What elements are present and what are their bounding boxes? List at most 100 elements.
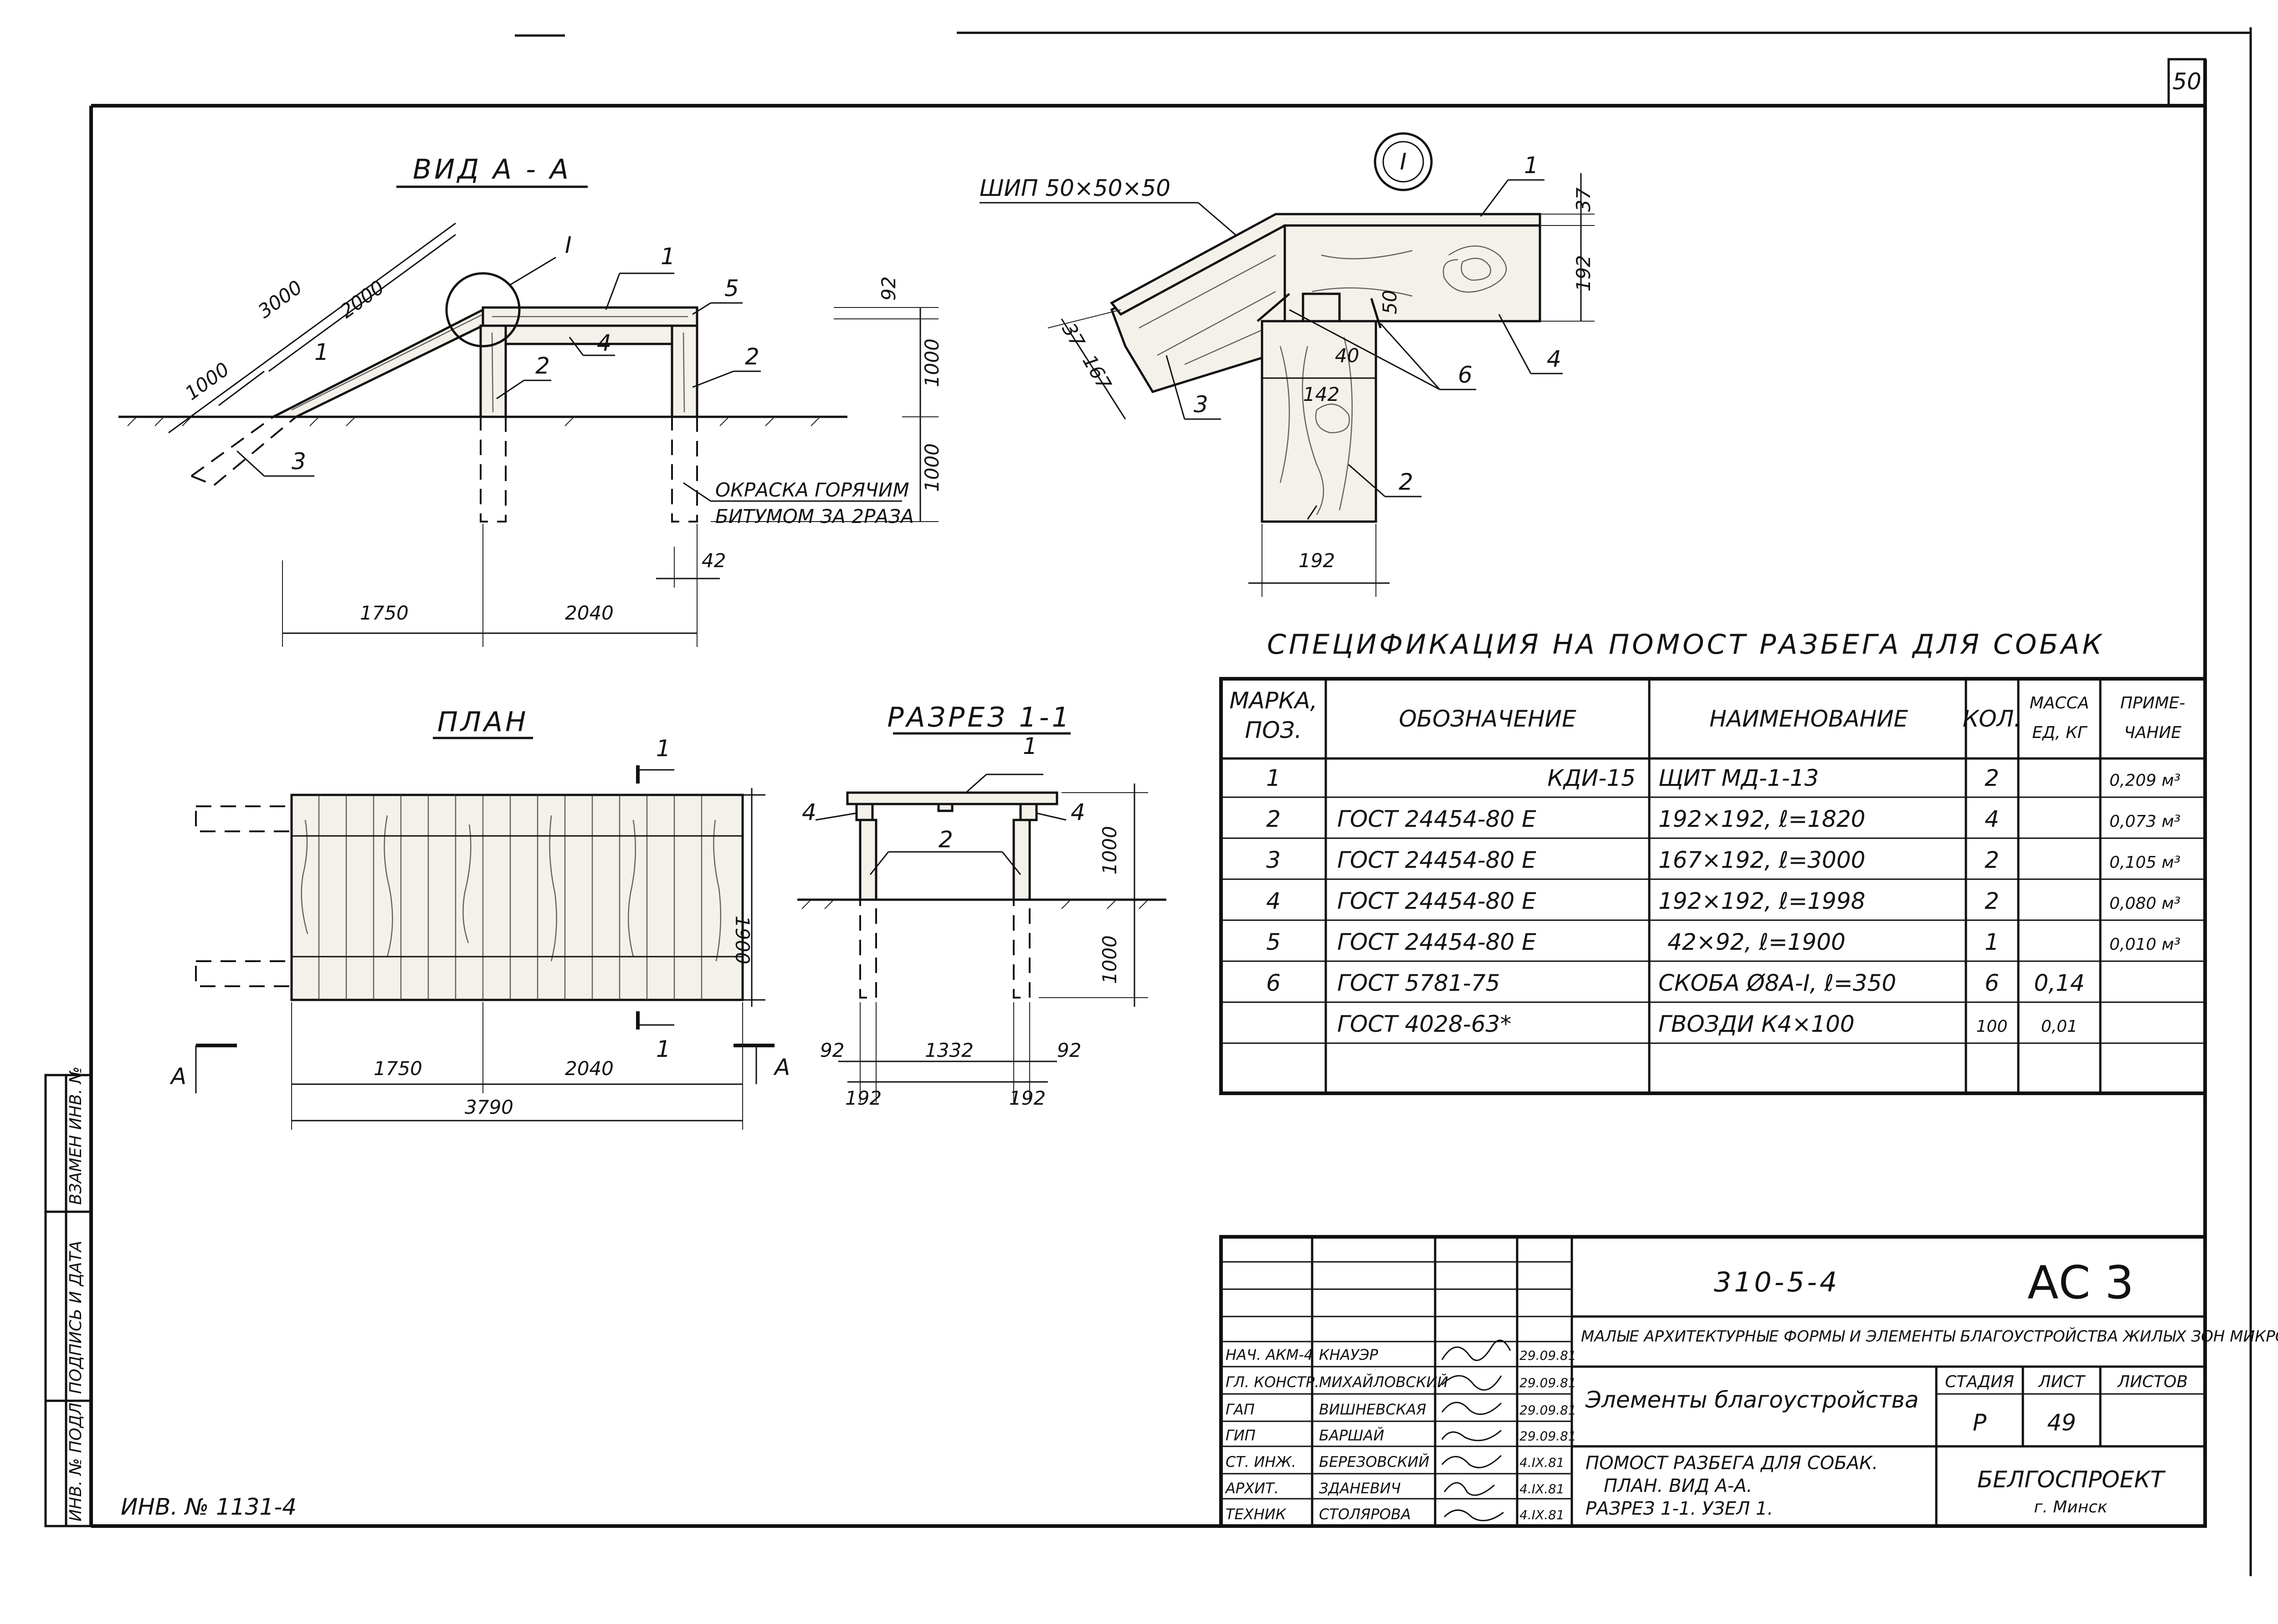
- stage-label: СТАДИЯ: [1945, 1373, 2014, 1391]
- signer-name: ВИШНЕВСКАЯ: [1319, 1401, 1426, 1418]
- view-aa-title: ВИД А - А: [413, 154, 571, 185]
- signature: [1441, 1455, 1502, 1469]
- spec-grid: [1219, 677, 2207, 1095]
- dim-3000: 3000: [254, 276, 306, 323]
- signer-name: ЗДАНЕВИЧ: [1319, 1480, 1401, 1497]
- drawing-title-line3: РАЗРЕЗ 1-1. УЗЕЛ 1.: [1585, 1498, 1773, 1519]
- node-1-detail: I ШИП 50×50×50 1 4 6: [980, 132, 1595, 597]
- section-dim-192-left: 192: [845, 1087, 882, 1109]
- spec-cell-qty: 2: [1985, 847, 1999, 873]
- spec-row: ГОСТ 4028-63* ГВОЗДИ К4×100 100 0,01: [1337, 1011, 2078, 1037]
- signer-row: ГИП БАРШАЙ 29.09.81: [1226, 1427, 1576, 1444]
- node-dim-192-bottom: 192: [1298, 549, 1335, 572]
- signer-role: АРХИТ.: [1225, 1480, 1279, 1497]
- signer-row: НАЧ. АКМ-4 КНАУЭР 29.09.81: [1226, 1339, 1576, 1363]
- section-pos-2: 2: [939, 826, 953, 853]
- plan-view: ПЛАН 1 1 А А: [169, 706, 790, 1130]
- node-dim-37-top: 37: [1572, 187, 1595, 212]
- section-dim-92-left: 92: [820, 1039, 844, 1061]
- sheet-label: ЛИСТ: [2037, 1373, 2086, 1391]
- signer-row: СТ. ИНЖ. БЕРЕЗОВСКИЙ 4.IX.81: [1226, 1453, 1565, 1470]
- section-pos-1: 1: [1023, 733, 1037, 759]
- spec-header-note-1: ПРИМЕ-: [2120, 694, 2186, 712]
- spec-row: 2 ГОСТ 24454-80 Е 192×192, ℓ=1820 4 0,07…: [1266, 806, 2181, 832]
- signer-name: КНАУЭР: [1319, 1346, 1379, 1363]
- stamp-replace-label: ВЗАМЕН ИНВ. №: [67, 1066, 85, 1205]
- spec-cell-mass: 0,14: [2034, 970, 2084, 996]
- sheets-label: ЛИСТОВ: [2117, 1373, 2188, 1391]
- signer-row: АРХИТ. ЗДАНЕВИЧ 4.IX.81: [1225, 1480, 1565, 1497]
- signer-role: СТ. ИНЖ.: [1226, 1453, 1296, 1470]
- plan-cut-mark-top: 1: [656, 735, 671, 762]
- dim-1000-top: 1000: [921, 338, 943, 387]
- spec-cell-qty: 2: [1985, 888, 1999, 914]
- plan-arrow-a-right: А: [773, 1054, 790, 1081]
- spec-cell-note: 0,080 м³: [2109, 894, 2181, 913]
- spec-header-qty: КОЛ.: [1963, 706, 2021, 732]
- signer-date: 29.09.81: [1519, 1403, 1576, 1418]
- spec-row: 3 ГОСТ 24454-80 Е 167×192, ℓ=3000 2 0,10…: [1266, 847, 2181, 873]
- signature: [1441, 1402, 1502, 1415]
- org-name: БЕЛГОСПРОЕКТ: [1977, 1466, 2166, 1493]
- node-dim-192-right: 192: [1572, 255, 1595, 292]
- section-dim-1000-top: 1000: [1098, 826, 1121, 875]
- node-dim-50: 50: [1379, 290, 1401, 314]
- spec-cell-designation: КДИ-15: [1547, 765, 1636, 791]
- spike-label: ШИП 50×50×50: [980, 175, 1170, 201]
- signer-name: БЕРЕЗОВСКИЙ: [1319, 1453, 1429, 1470]
- signer-role: ТЕХНИК: [1226, 1506, 1287, 1523]
- plan-title: ПЛАН: [437, 706, 528, 738]
- stamp-inventory-label: ИНВ. № ПОДЛ.: [67, 1397, 85, 1522]
- spec-cell-designation: ГОСТ 24454-80 Е: [1337, 929, 1536, 955]
- plan-boards: [301, 795, 722, 1000]
- title-block-grid: [1219, 1235, 2207, 1528]
- aa-pos-4: 4: [597, 330, 611, 356]
- spec-cell-designation: ГОСТ 24454-80 Е: [1337, 806, 1536, 832]
- spec-header-designation: ОБОЗНАЧЕНИЕ: [1399, 706, 1576, 732]
- aa-pos-1-ramp: 1: [314, 339, 329, 365]
- specification: СПЕЦИФИКАЦИЯ НА ПОМОСТ РАЗБЕГА ДЛЯ СОБАК…: [1219, 629, 2207, 1095]
- project-name: МАЛЫЕ АРХИТЕКТУРНЫЕ ФОРМЫ И ЭЛЕМЕНТЫ БЛА…: [1581, 1327, 2278, 1346]
- signature: [1441, 1429, 1502, 1441]
- node-1-mark: I: [1400, 149, 1407, 175]
- dim-1000-slope: 1000: [181, 358, 233, 405]
- aa-pos-1-deck: 1: [661, 243, 675, 270]
- node-pos-3: 3: [1194, 391, 1208, 418]
- section-dim-92-right: 92: [1057, 1039, 1081, 1061]
- section-1-1: РАЗРЕЗ 1-1 1 2 4 4 1000: [797, 702, 1166, 1109]
- signer-role: ГАП: [1226, 1401, 1255, 1418]
- dim-1750-aa: 1750: [360, 602, 409, 624]
- plan-cut-mark-bottom: 1: [656, 1036, 671, 1062]
- spec-cell-note: 0,105 м³: [2109, 853, 2181, 872]
- spec-cell-qty: 100: [1976, 1017, 2008, 1036]
- signer-row: ГЛ. КОНСТР. МИХАЙЛОВСКИЙ 29.09.81: [1226, 1373, 1576, 1391]
- node-pos-6: 6: [1458, 362, 1472, 388]
- spec-header-note-2: ЧАНИЕ: [2124, 723, 2181, 742]
- dim-92-vert: 92: [877, 277, 900, 301]
- spec-cell-name: 192×192, ℓ=1998: [1658, 888, 1865, 914]
- node-pos-1: 1: [1524, 152, 1539, 179]
- signer-name: БАРШАЙ: [1319, 1427, 1384, 1444]
- signature: [1443, 1509, 1504, 1522]
- sheet-code: АС 3: [2027, 1256, 2134, 1309]
- spec-cell-designation: ГОСТ 24454-80 Е: [1337, 847, 1536, 873]
- spec-cell-mark: 1: [1266, 765, 1281, 791]
- plan-dim-3790: 3790: [465, 1096, 513, 1118]
- signer-role: НАЧ. АКМ-4: [1226, 1346, 1313, 1363]
- signature: [1441, 1339, 1511, 1361]
- spec-title: СПЕЦИФИКАЦИЯ НА ПОМОСТ РАЗБЕГА ДЛЯ СОБАК: [1267, 629, 2104, 661]
- spec-cell-mark: 5: [1266, 929, 1281, 955]
- drawing-title-line1: ПОМОСТ РАЗБЕГА ДЛЯ СОБАК.: [1585, 1453, 1878, 1474]
- stage-value: Р: [1973, 1409, 1987, 1436]
- dim-2000: 2000: [336, 276, 388, 323]
- org-city: г. Минск: [2034, 1498, 2108, 1516]
- spec-cell-mark: 4: [1266, 888, 1281, 914]
- sheet-value: 49: [2047, 1409, 2076, 1436]
- signer-row: ТЕХНИК СТОЛЯРОВА 4.IX.81: [1226, 1506, 1565, 1523]
- spec-row: 4 ГОСТ 24454-80 Е 192×192, ℓ=1998 2 0,08…: [1266, 888, 2181, 914]
- node-dim-142: 142: [1303, 383, 1339, 405]
- section-pos-4-right: 4: [1071, 799, 1085, 825]
- node-pos-4: 4: [1547, 346, 1561, 372]
- spec-header-mark-2: ПОЗ.: [1245, 717, 1302, 743]
- dim-2040-aa: 2040: [565, 602, 614, 624]
